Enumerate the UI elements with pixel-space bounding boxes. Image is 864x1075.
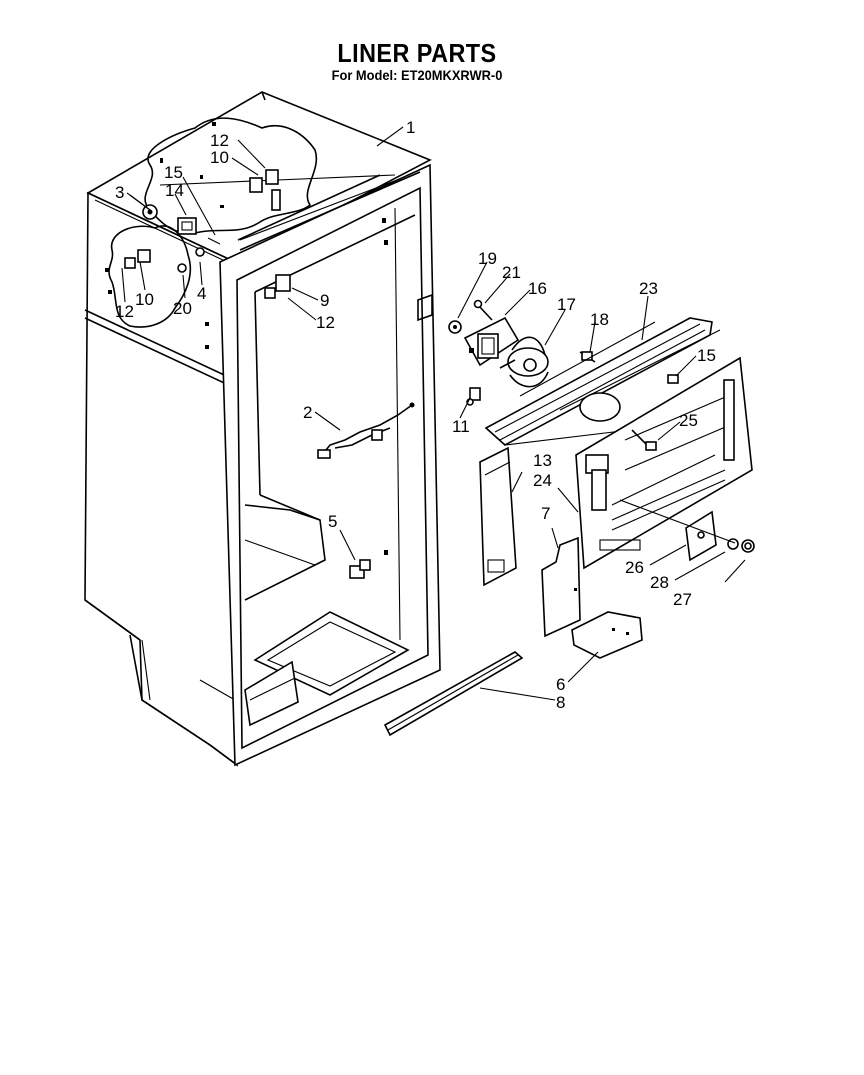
callout-11: 11 [452,417,470,436]
callout-24: 24 [533,471,552,490]
leader-lines [121,126,746,701]
rail-8-part [383,651,524,737]
callout-15-upper: 15 [164,163,183,182]
plate-6-part [571,611,643,659]
callout-1: 1 [406,118,415,137]
callout-10-lower: 10 [135,290,154,309]
bracket-7-part [541,536,581,638]
callout-2: 2 [303,403,312,422]
callout-20: 20 [173,299,192,318]
cutaway-lower [108,225,192,328]
callout-9: 9 [320,291,329,310]
callout-28: 28 [650,573,669,592]
fan-motor-assembly [448,299,596,406]
callout-21: 21 [502,263,521,282]
callout-23: 23 [639,279,658,298]
callout-27: 27 [673,590,692,609]
callout-7: 7 [541,504,550,523]
page-title: LINER PARTS [337,38,497,68]
callout-10-upper: 10 [210,148,229,167]
wire-harness-part [317,402,415,459]
callout-12-frame: 12 [316,313,335,332]
callout-12-upper: 12 [210,131,229,150]
hinge-part [177,217,197,235]
cutaway-upper [144,117,318,235]
small-plate-part [619,499,755,562]
callout-labels: 1 2 3 4 5 6 7 8 9 10 10 11 12 12 12 13 1… [115,118,716,712]
cabinet-assembly [84,91,441,767]
evaporator-cover-part [484,317,721,446]
callout-25: 25 [679,411,698,430]
part-5-bracket [349,550,388,579]
callout-8: 8 [556,693,565,712]
model-subtitle: For Model: ET20MKXRWR-0 [331,67,503,83]
callout-17: 17 [557,295,576,314]
callout-19: 19 [478,249,497,268]
callout-16: 16 [528,279,547,298]
callout-3: 3 [115,183,124,202]
callout-4: 4 [197,284,206,303]
callout-6: 6 [556,675,565,694]
air-duct-part [479,446,517,587]
callout-12-lower-left: 12 [115,302,134,321]
callout-26: 26 [625,558,644,577]
cabinet-left-side [84,191,238,767]
callout-14: 14 [165,181,184,200]
callout-18: 18 [590,310,609,329]
clip-part [249,177,263,193]
callout-5: 5 [328,512,337,531]
callout-15-right: 15 [697,346,716,365]
rear-panel-part [575,356,753,570]
part-9-clip [264,274,291,299]
callout-13: 13 [533,451,552,470]
